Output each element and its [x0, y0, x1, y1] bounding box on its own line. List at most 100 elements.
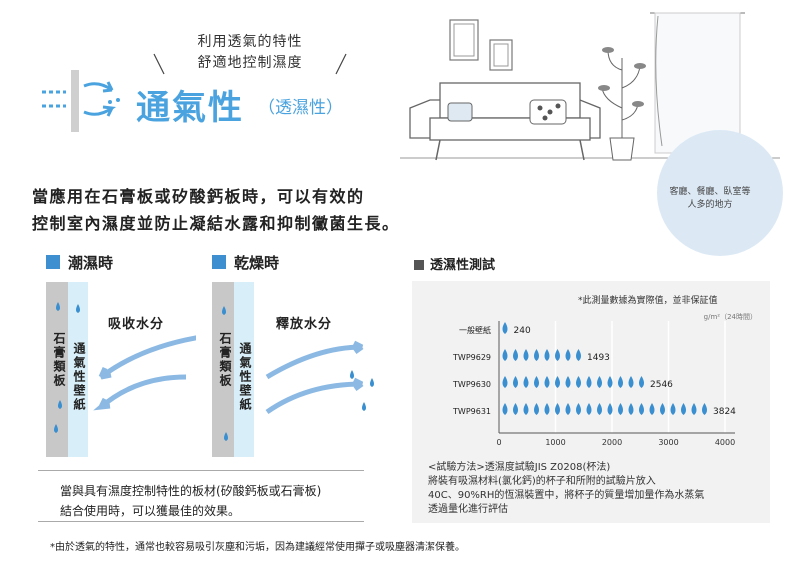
drop-mark [618, 403, 623, 415]
test-method: <試驗方法>透濕度試驗JIS Z0208(杯法) 將裝有吸濕材料(氯化鈣)的杯子… [428, 461, 704, 517]
drop-mark [544, 403, 550, 415]
headline-line-2: 控制室內濕度並防止凝結水露和抑制黴菌生長。 [32, 214, 400, 233]
drop-mark [555, 349, 560, 361]
drop-mark [628, 403, 634, 415]
drop-mark [523, 349, 529, 361]
test-heading-label: 透濕性測試 [430, 258, 496, 273]
humid-wallpaper-label: 通氣性壁紙 [72, 342, 86, 412]
drop-mark [544, 376, 550, 388]
drop-mark [586, 403, 592, 415]
living-room-illustration [400, 12, 780, 161]
drop-mark [639, 403, 644, 415]
x-tick-label: 2000 [602, 438, 622, 447]
drop-mark [565, 349, 571, 361]
dry-heading-label: 乾燥時 [234, 254, 280, 272]
room-caption-line-1: 客廳、餐廳、臥室等 [669, 187, 751, 197]
room-caption: 客廳、餐廳、臥室等 人多的地方 [655, 186, 765, 212]
drop-mark [586, 376, 592, 388]
breathable-wall-icon [42, 70, 120, 132]
dry-heading: 乾燥時 [212, 252, 279, 273]
drop-mark [576, 349, 581, 361]
drop-mark [576, 376, 581, 388]
headline: 當應用在石膏板或矽酸鈣板時，可以有效的 控制室內濕度並防止凝結水露和抑制黴菌生長… [32, 183, 400, 237]
drop-mark [639, 376, 644, 388]
chart-note: *此測量數據為實際值，並非保証值 [578, 296, 718, 306]
drop-mark [565, 403, 571, 415]
value-label: 1493 [587, 353, 610, 363]
x-tick-label: 0 [496, 438, 501, 447]
method-line-4: 透過量化進行評估 [428, 504, 508, 515]
bar-1 [502, 349, 581, 361]
room-circle [657, 130, 783, 256]
dry-board-label: 石膏類板 [218, 332, 232, 388]
drop-mark [534, 349, 539, 361]
dry-wallpaper-label: 通氣性壁紙 [238, 342, 252, 412]
bar-2 [502, 376, 644, 388]
drop-mark [565, 376, 571, 388]
category-label: 一般壁紙 [459, 325, 491, 335]
drop-mark [702, 403, 707, 415]
drop-mark [555, 403, 560, 415]
note-line-1: 當與具有濕度控制特性的板材(矽酸鈣板或石膏板) [60, 484, 322, 498]
category-label: TWP9631 [452, 407, 491, 416]
drop-mark [681, 403, 686, 415]
humid-action: 吸收水分 [108, 317, 165, 332]
value-label: 3824 [713, 407, 736, 417]
tagline: 利用透氣的特性 舒適地控制濕度 [170, 32, 330, 74]
drop-mark [691, 403, 697, 415]
humid-heading: 潮濕時 [46, 252, 113, 273]
test-panel [412, 281, 770, 523]
method-line-1: <試驗方法>透濕度試驗JIS Z0208(杯法) [428, 462, 611, 473]
drop-mark [513, 403, 518, 415]
drop-mark [513, 349, 518, 361]
square-icon [414, 260, 424, 270]
humid-heading-label: 潮濕時 [68, 254, 114, 272]
drop-mark [513, 376, 518, 388]
drop-mark [555, 376, 560, 388]
dry-diagram [212, 282, 374, 457]
drop-mark [607, 376, 613, 388]
value-label: 240 [514, 326, 531, 336]
note-line-2: 結合使用時，可以獲最佳的效果。 [60, 504, 241, 518]
square-icon [212, 255, 226, 269]
category-label: TWP9630 [452, 380, 491, 389]
category-label: TWP9629 [452, 353, 491, 362]
test-heading: 透濕性測試 [414, 254, 495, 273]
title-main: 通氣性 [136, 88, 244, 128]
drop-mark [607, 403, 613, 415]
method-line-3: 40C、90%RH的恆濕裝置中，將杯子的質量增加量作為水蒸氣 [428, 490, 705, 501]
drop-mark [660, 403, 665, 415]
x-tick-label: 3000 [658, 438, 678, 447]
drop-mark [502, 322, 508, 334]
drop-mark [670, 403, 676, 415]
drop-mark [523, 376, 529, 388]
bar-3 [502, 403, 707, 415]
humid-board-label: 石膏類板 [52, 332, 66, 388]
drop-mark [628, 376, 634, 388]
note-box: 當與具有濕度控制特性的板材(矽酸鈣板或石膏板) 結合使用時，可以獲最佳的效果。 [38, 470, 364, 522]
drop-mark [544, 349, 550, 361]
headline-line-1: 當應用在石膏板或矽酸鈣板時，可以有效的 [32, 187, 365, 206]
drop-mark [523, 403, 529, 415]
humid-diagram [46, 282, 196, 457]
drop-mark [649, 403, 655, 415]
tagline-slash-icons [153, 53, 347, 75]
x-tick-label: 4000 [715, 438, 735, 447]
drop-mark [502, 376, 508, 388]
dry-action: 釋放水分 [276, 317, 333, 332]
tagline-line-1: 利用透氣的特性 [197, 34, 303, 50]
tagline-line-2: 舒適地控制濕度 [197, 55, 303, 71]
drop-mark [597, 403, 602, 415]
bar-0 [502, 322, 508, 334]
drop-mark [618, 376, 623, 388]
drop-mark [502, 403, 508, 415]
footnote: *由於透氣的特性，通常也較容易吸引灰塵和污垢，因為建議經常使用撣子或吸塵器清潔保… [50, 542, 465, 553]
square-icon [46, 255, 60, 269]
method-line-2: 將裝有吸濕材料(氯化鈣)的杯子和所附的試驗片放入 [428, 476, 656, 487]
room-caption-line-2: 人多的地方 [687, 200, 733, 210]
drop-mark [502, 349, 508, 361]
drop-mark [534, 376, 539, 388]
drop-mark [597, 376, 602, 388]
title-sub: （透濕性） [258, 98, 343, 118]
